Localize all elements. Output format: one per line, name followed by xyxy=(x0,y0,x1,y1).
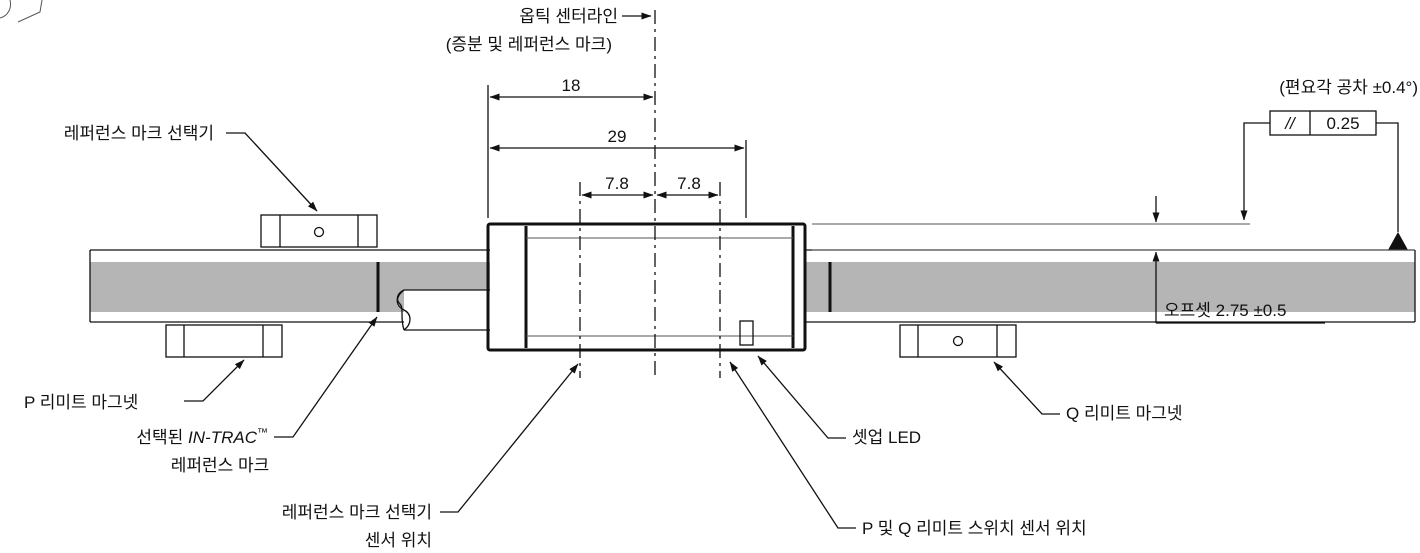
ref-selector-sensor-leader xyxy=(440,363,579,513)
setup-led-icon xyxy=(739,320,754,346)
dimension-18-label: 18 xyxy=(562,76,581,95)
trademark: ™ xyxy=(257,427,268,439)
setup-led-label: 셋업 LED xyxy=(852,428,921,447)
scale-right xyxy=(805,249,1416,323)
pq-limit-sensor-leader xyxy=(729,361,856,529)
dimension-7.8-right-label: 7.8 xyxy=(677,174,701,193)
parallel-symbol-icon: // xyxy=(1284,114,1297,133)
scale-left xyxy=(89,249,490,323)
offset-dimension: 오프셋 2.75 ±0.5 xyxy=(812,196,1415,324)
datum-leader xyxy=(1376,122,1399,232)
q-limit-magnet-label: Q 리미트 마그넷 xyxy=(1066,404,1183,423)
setup-led-leader xyxy=(757,355,846,439)
selected-in-trac-label: 선택된 IN-TRAC™ xyxy=(136,427,268,447)
parallelism-callout: (편요각 공차 ±0.4°) // 0.25 xyxy=(1240,78,1418,250)
optic-centerline-label: 옵틱 센터라인 xyxy=(519,7,618,26)
offset-label: 오프셋 2.75 ±0.5 xyxy=(1164,301,1286,320)
ref-selector-sensor-label-2: 센서 위치 xyxy=(365,531,432,550)
parallelism-value: 0.25 xyxy=(1326,114,1359,133)
dimension-29-label: 29 xyxy=(608,127,627,146)
in-trac-brand: IN-TRAC xyxy=(188,428,258,447)
ref-mark-selector-label: 레퍼런스 마크 선택기 xyxy=(64,124,214,143)
p-limit-magnet-label: P 리미트 마그넷 xyxy=(24,393,138,412)
dimension-29: 29 xyxy=(489,127,745,152)
q-limit-magnet-leader xyxy=(993,361,1060,415)
yaw-tolerance-label: (편요각 공차 ±0.4°) xyxy=(1279,78,1418,97)
dimension-7.8-left: 7.8 xyxy=(581,174,654,199)
corner-fragment xyxy=(0,0,43,23)
pq-limit-sensor-label: P 및 Q 리미트 스위치 센서 위치 xyxy=(862,519,1087,538)
dimension-7.8-left-label: 7.8 xyxy=(605,174,629,193)
datum-triangle-icon xyxy=(1388,232,1408,250)
parallelism-leader xyxy=(1240,122,1270,221)
ref-selector-sensor-label-1: 레퍼런스 마크 선택기 xyxy=(282,503,432,522)
reference-selector-magnet xyxy=(260,214,378,248)
dimension-18: 18 xyxy=(489,76,654,101)
magnet-hole-icon xyxy=(313,226,325,238)
p-limit-magnet xyxy=(165,324,283,358)
p-limit-magnet-leader xyxy=(184,359,245,402)
selected-ref-mark-label: 레퍼런스 마크 xyxy=(171,456,270,475)
selected-prefix: 선택된 xyxy=(136,428,183,447)
ref-mark-selector-leader xyxy=(226,132,318,212)
q-limit-magnet xyxy=(899,324,1017,358)
readhead-body xyxy=(486,222,807,352)
dimension-7.8-right: 7.8 xyxy=(656,174,719,199)
selected-ref-mark-leader xyxy=(274,316,378,438)
optic-centerline-sublabel: (증분 및 레퍼런스 마크) xyxy=(446,35,612,54)
magnet-hole-icon xyxy=(952,335,964,347)
readhead-cable xyxy=(396,289,490,331)
